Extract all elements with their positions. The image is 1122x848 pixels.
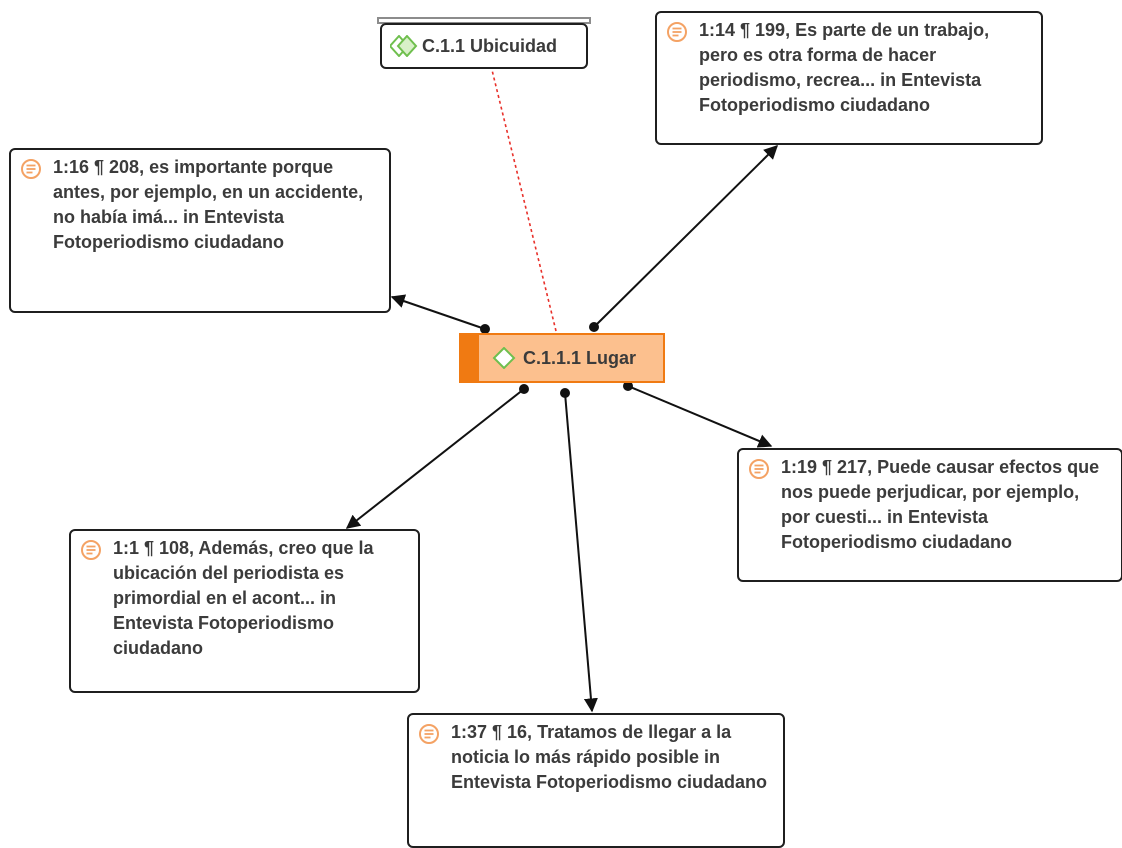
code-diamond-icon xyxy=(390,35,418,57)
quotation-text: 1:14 ¶ 199, Es parte de un trabajo, pero… xyxy=(699,20,990,115)
quotation-text: 1:1 ¶ 108, Además, creo que la ubicación… xyxy=(113,538,374,658)
quotation-icon xyxy=(667,22,687,42)
code-accent-bar xyxy=(461,335,479,381)
link-dot xyxy=(480,324,490,334)
quotation-node-1-37[interactable]: 1:37 ¶ 16, Tratamos de llegar a la notic… xyxy=(407,713,785,848)
quotation-node-1-14[interactable]: 1:14 ¶ 199, Es parte de un trabajo, pero… xyxy=(655,11,1043,145)
code-node-ubicuidad[interactable]: C.1.1 Ubicuidad xyxy=(380,23,588,69)
link-lugar-quote-1-1[interactable] xyxy=(345,388,525,529)
quotation-icon xyxy=(81,540,101,560)
code-diamond-icon xyxy=(492,347,516,369)
quotation-text: 1:19 ¶ 217, Puede causar efectos que nos… xyxy=(781,457,1100,552)
code-node-lugar[interactable]: C.1.1.1 Lugar xyxy=(459,333,665,383)
quotation-icon xyxy=(419,724,439,744)
code-label: C.1.1 Ubicuidad xyxy=(422,35,558,56)
quotation-node-1-1[interactable]: 1:1 ¶ 108, Además, creo que la ubicación… xyxy=(69,529,420,693)
quotation-icon xyxy=(749,459,769,479)
link-lugar-quote-1-19[interactable] xyxy=(627,385,773,448)
link-lugar-quote-1-37[interactable] xyxy=(564,392,598,713)
quotation-text: 1:37 ¶ 16, Tratamos de llegar a la notic… xyxy=(451,722,768,792)
link-dot xyxy=(623,381,633,391)
quotation-icon xyxy=(21,159,41,179)
quotation-text: 1:16 ¶ 208, es importante porque antes, … xyxy=(53,157,364,252)
link-dot xyxy=(589,322,599,332)
quotation-node-1-16[interactable]: 1:16 ¶ 208, es importante porque antes, … xyxy=(9,148,391,313)
link-lugar-ubicuidad[interactable] xyxy=(491,69,557,332)
link-dot xyxy=(560,388,570,398)
link-lugar-quote-1-14[interactable] xyxy=(593,145,778,328)
link-lugar-quote-1-16[interactable] xyxy=(390,294,486,330)
link-dot xyxy=(519,384,529,394)
code-label: C.1.1.1 Lugar xyxy=(523,347,637,368)
quotation-node-1-19[interactable]: 1:19 ¶ 217, Puede causar efectos que nos… xyxy=(737,448,1122,582)
